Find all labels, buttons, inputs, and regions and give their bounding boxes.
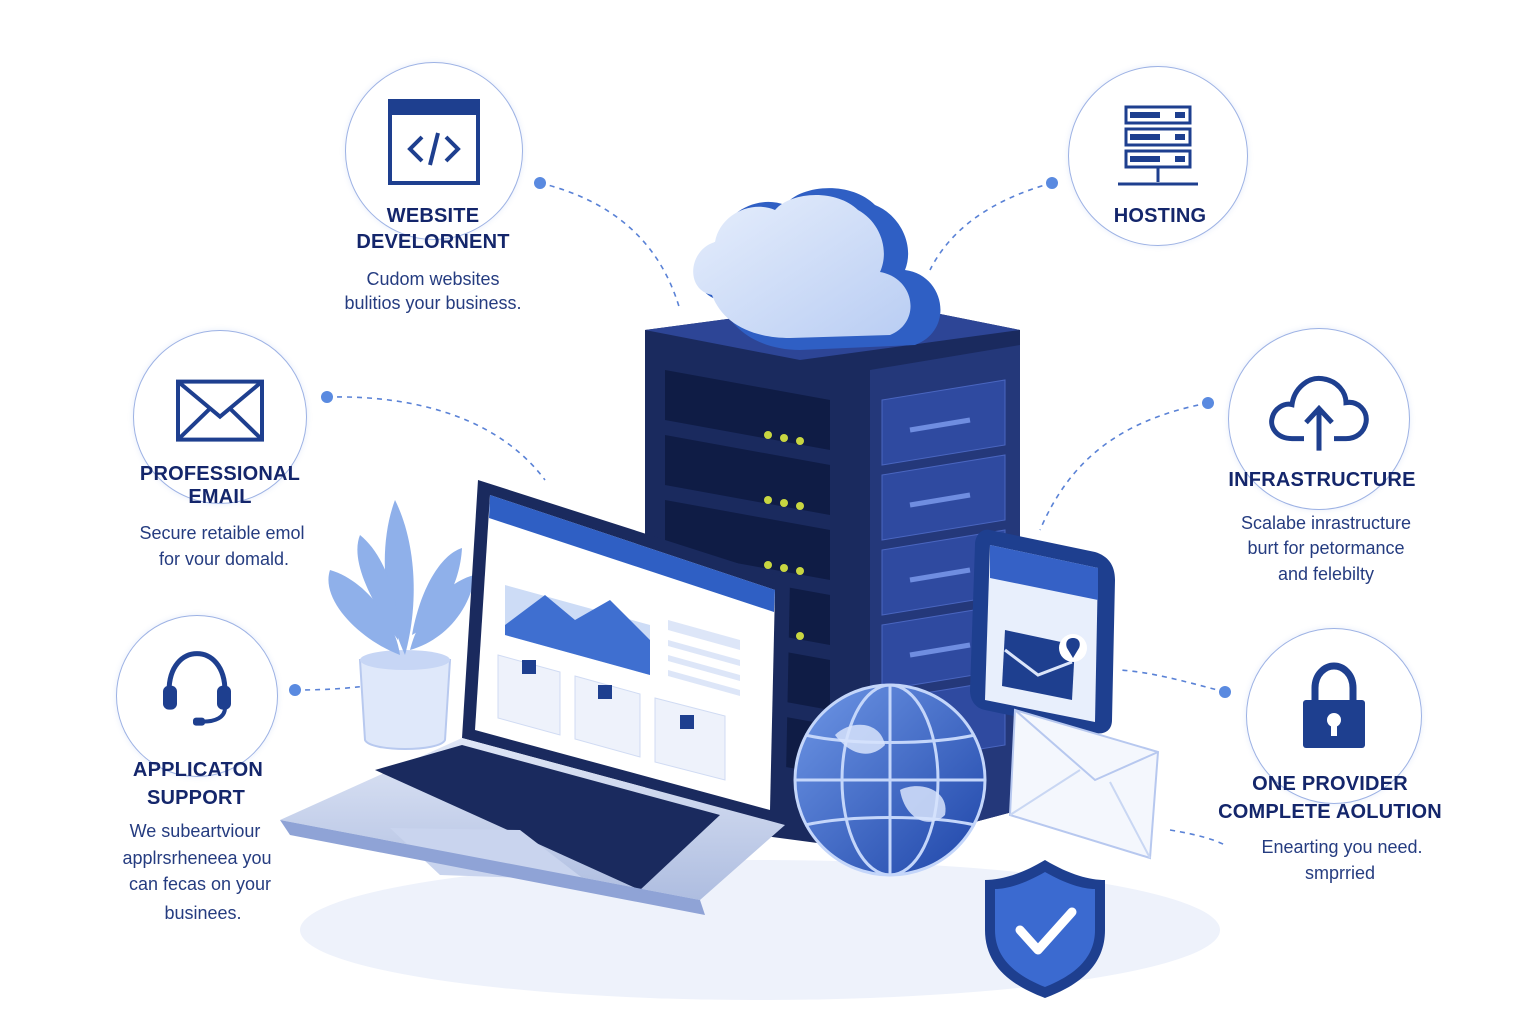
provider-desc-line1: Enearting you need. <box>1261 837 1423 857</box>
code-window-icon <box>388 99 480 185</box>
hosting-title: HOSTING <box>1113 205 1207 227</box>
globe <box>793 683 987 877</box>
laptop <box>280 480 790 915</box>
envelope-icon <box>176 379 264 442</box>
padlock-icon <box>1303 662 1365 748</box>
infrastructure-feature-circle <box>1228 328 1410 510</box>
support-desc-line2: applrsrheneea you <box>122 848 272 868</box>
infrastructure-desc-line3: and felebilty <box>1277 564 1375 584</box>
support-desc-line3: can fecas on your <box>128 874 272 894</box>
support-desc-line1: We subeartviour <box>129 821 261 841</box>
email-title-line2: EMAIL <box>188 486 252 508</box>
provider-title-line1: ONE PROVIDER <box>1252 773 1408 795</box>
support-feature-circle <box>116 615 278 777</box>
server-rack-icon <box>1118 105 1198 186</box>
provider-title-line2: COMPLETE AOLUTION <box>1218 801 1442 823</box>
cloud-upload-icon <box>1269 375 1369 451</box>
hosting-feature-circle <box>1068 66 1248 246</box>
provider-feature-circle <box>1246 628 1422 804</box>
email-title-line1: PROFESSIONAL <box>139 463 301 485</box>
website-title-line1: WEBSITE <box>386 205 480 227</box>
provider-desc-line2: smprried <box>1304 863 1376 883</box>
website-title-line2: DEVELORNENT <box>356 231 510 253</box>
website-feature-circle <box>345 62 523 240</box>
website-desc-line1: Cudom websites <box>366 269 500 289</box>
smartphone <box>970 529 1115 734</box>
support-title-line1: APPLICATON <box>132 759 264 781</box>
email-desc-line2: for vour domald. <box>158 549 290 569</box>
website-desc-line2: bulitios your business. <box>344 293 522 313</box>
infrastructure-title: INFRASTRUCTURE <box>1228 469 1416 491</box>
cloud-shape <box>693 188 941 350</box>
plant-pot <box>328 500 475 750</box>
support-title-line2: SUPPORT <box>146 787 246 809</box>
infrastructure-desc-line1: Scalabe inrastructure <box>1240 513 1412 533</box>
headset-icon <box>163 651 231 726</box>
email-feature-circle <box>133 330 307 504</box>
mail-envelope <box>1008 708 1160 860</box>
shield-check <box>985 860 1105 998</box>
support-desc-line4: businees. <box>164 903 242 923</box>
infrastructure-desc-line2: burt for petormance <box>1247 538 1405 558</box>
email-desc-line1: Secure retaible emol <box>139 523 305 543</box>
